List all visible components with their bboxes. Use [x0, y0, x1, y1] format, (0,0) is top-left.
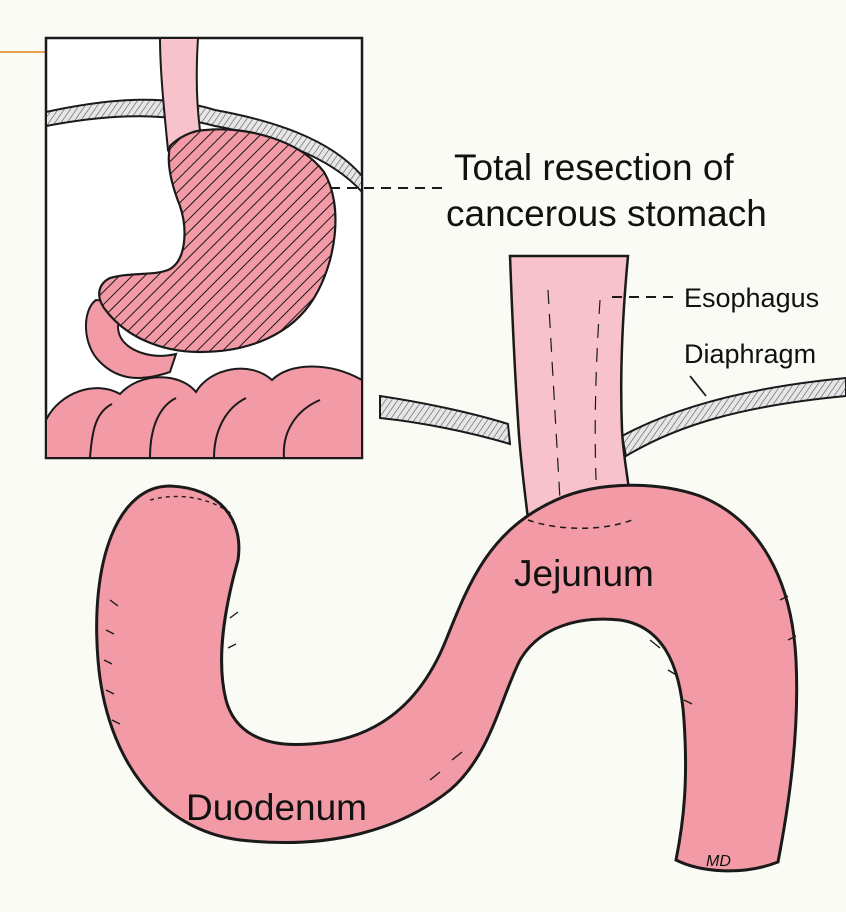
label-resection-line1: Total resection of	[454, 147, 734, 188]
label-resection-line2: cancerous stomach	[446, 193, 767, 234]
label-esophagus: Esophagus	[684, 283, 819, 313]
diaphragm-leader-line	[690, 376, 706, 396]
inset-panel	[46, 38, 362, 458]
artist-signature: MD	[706, 853, 731, 870]
label-jejunum: Jejunum	[514, 553, 654, 594]
label-diaphragm: Diaphragm	[684, 339, 816, 369]
diaphragm-right	[622, 378, 846, 456]
diaphragm-left	[380, 396, 510, 444]
label-duodenum: Duodenum	[186, 787, 367, 828]
